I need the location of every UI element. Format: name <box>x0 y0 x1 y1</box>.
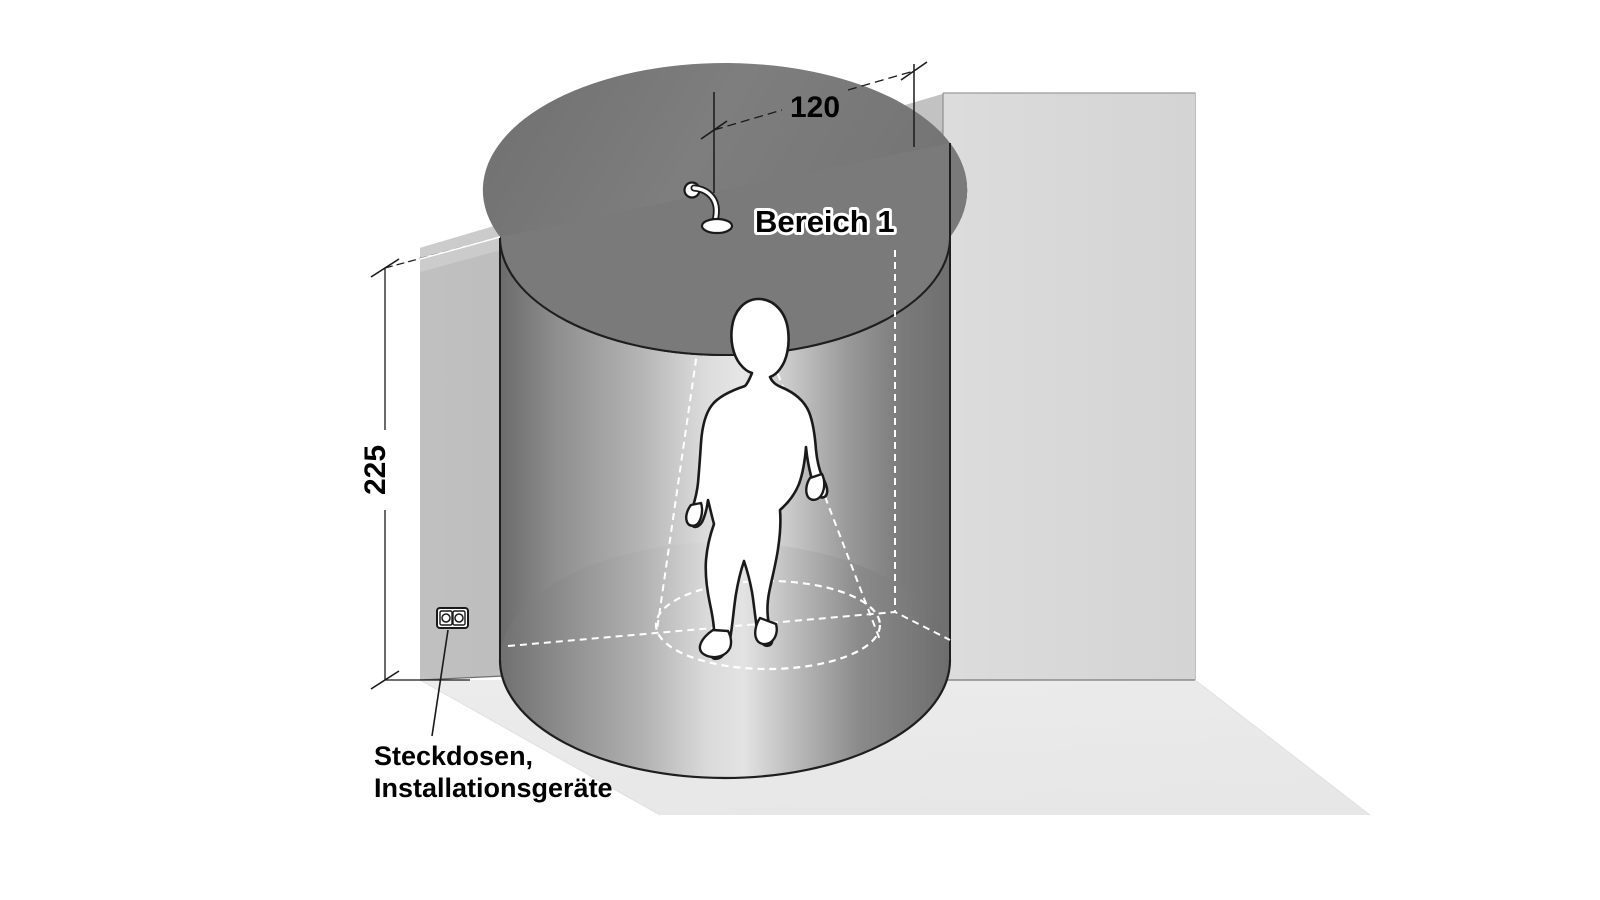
zone-bottom-front-arc <box>498 659 952 780</box>
dim120-line-left-segment <box>713 109 783 131</box>
person-left-hand <box>685 501 704 527</box>
zone-label: Bereich 1 Bereich 1 <box>752 201 898 242</box>
socket-left-hole <box>441 613 451 623</box>
protection-zone-cylinder <box>482 63 968 780</box>
shower-arm-highlight <box>692 186 719 223</box>
person-silhouette-icon <box>685 297 829 661</box>
socket-label-line-1: Steckdosen, <box>374 741 533 771</box>
hidden-floor-edge-dashed <box>507 610 951 647</box>
dim120-value: 120 <box>790 91 840 124</box>
zone-label-text: Bereich 1 <box>755 204 895 239</box>
person-body-outline <box>688 297 829 661</box>
zone-label-halo: Bereich 1 <box>755 204 895 239</box>
dim120-tick-left <box>700 120 728 140</box>
shower-head-icon <box>683 181 734 235</box>
double-socket-outlet-icon <box>436 607 469 629</box>
person-left-foot <box>698 628 733 659</box>
socket-leader-line <box>431 629 449 737</box>
zone-base-disc <box>500 542 950 778</box>
person-right-foot <box>754 616 778 646</box>
zone-top-front-arc-2 <box>499 236 951 356</box>
socket-label-line-2: Installationsgeräte <box>374 773 613 803</box>
dim225-value: 225 <box>359 445 392 495</box>
dim120-line-right-segment <box>847 70 915 91</box>
person-right-hand <box>805 472 826 502</box>
socket-annotation: Steckdosen, Installationsgeräte <box>374 629 613 803</box>
spray-cone-left-edge <box>656 237 716 631</box>
dimension-120: 120 <box>700 61 928 193</box>
socket-right-hole <box>454 613 464 623</box>
dim225-extension-top-highlight <box>419 236 501 260</box>
zone-top-fill <box>500 143 950 355</box>
floor-front-left-edge <box>419 679 661 816</box>
dim120-tick-right <box>900 61 928 81</box>
right-wall-plane <box>943 93 1195 680</box>
shower-rose <box>700 217 734 235</box>
dimension-225: 225 <box>359 236 501 690</box>
floor-front-right-edge <box>1194 679 1371 816</box>
